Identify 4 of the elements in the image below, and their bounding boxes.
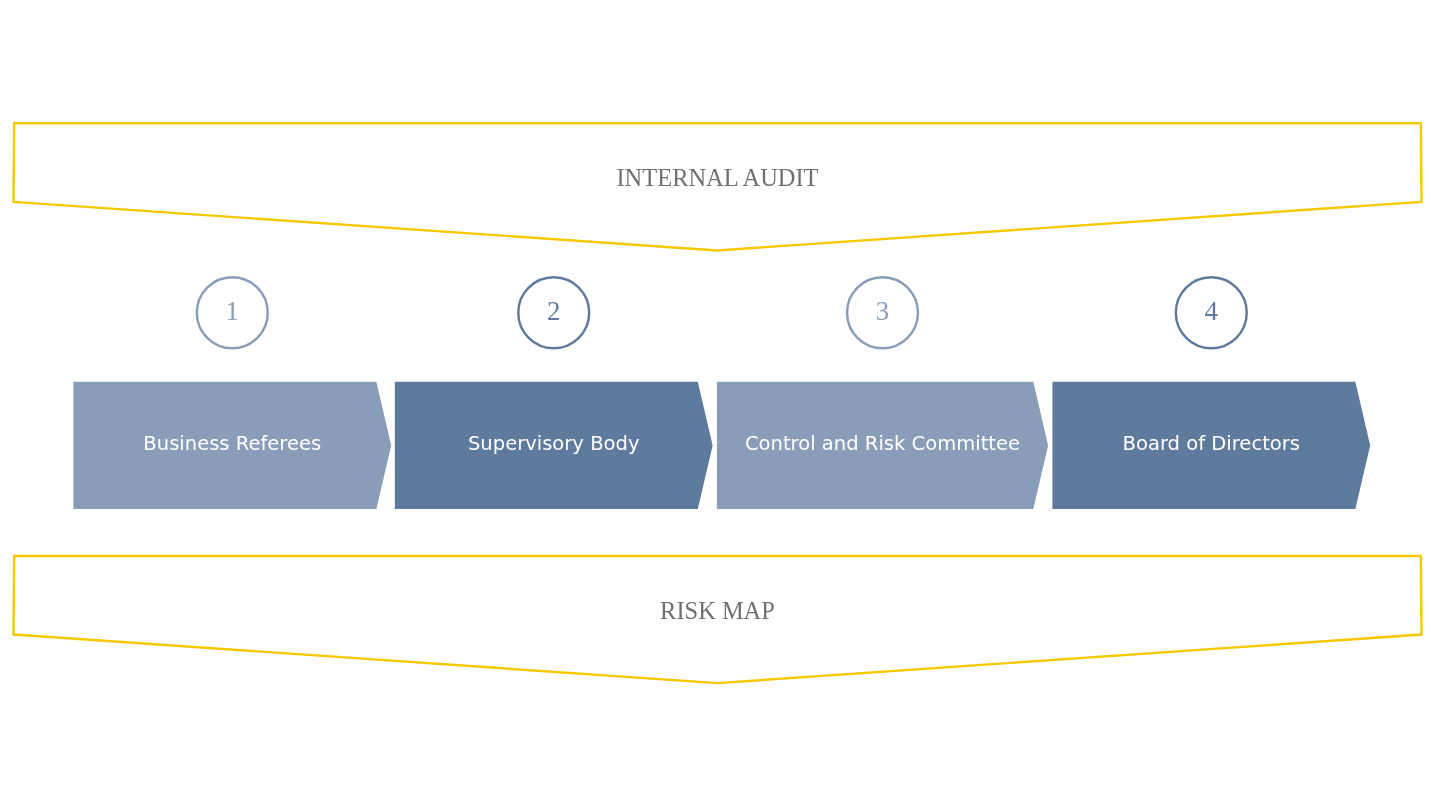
node-circle: 4 bbox=[1174, 276, 1248, 350]
node-circle: 3 bbox=[845, 276, 920, 350]
node-circle: 2 bbox=[517, 276, 591, 350]
node-circle: 1 bbox=[195, 276, 269, 350]
